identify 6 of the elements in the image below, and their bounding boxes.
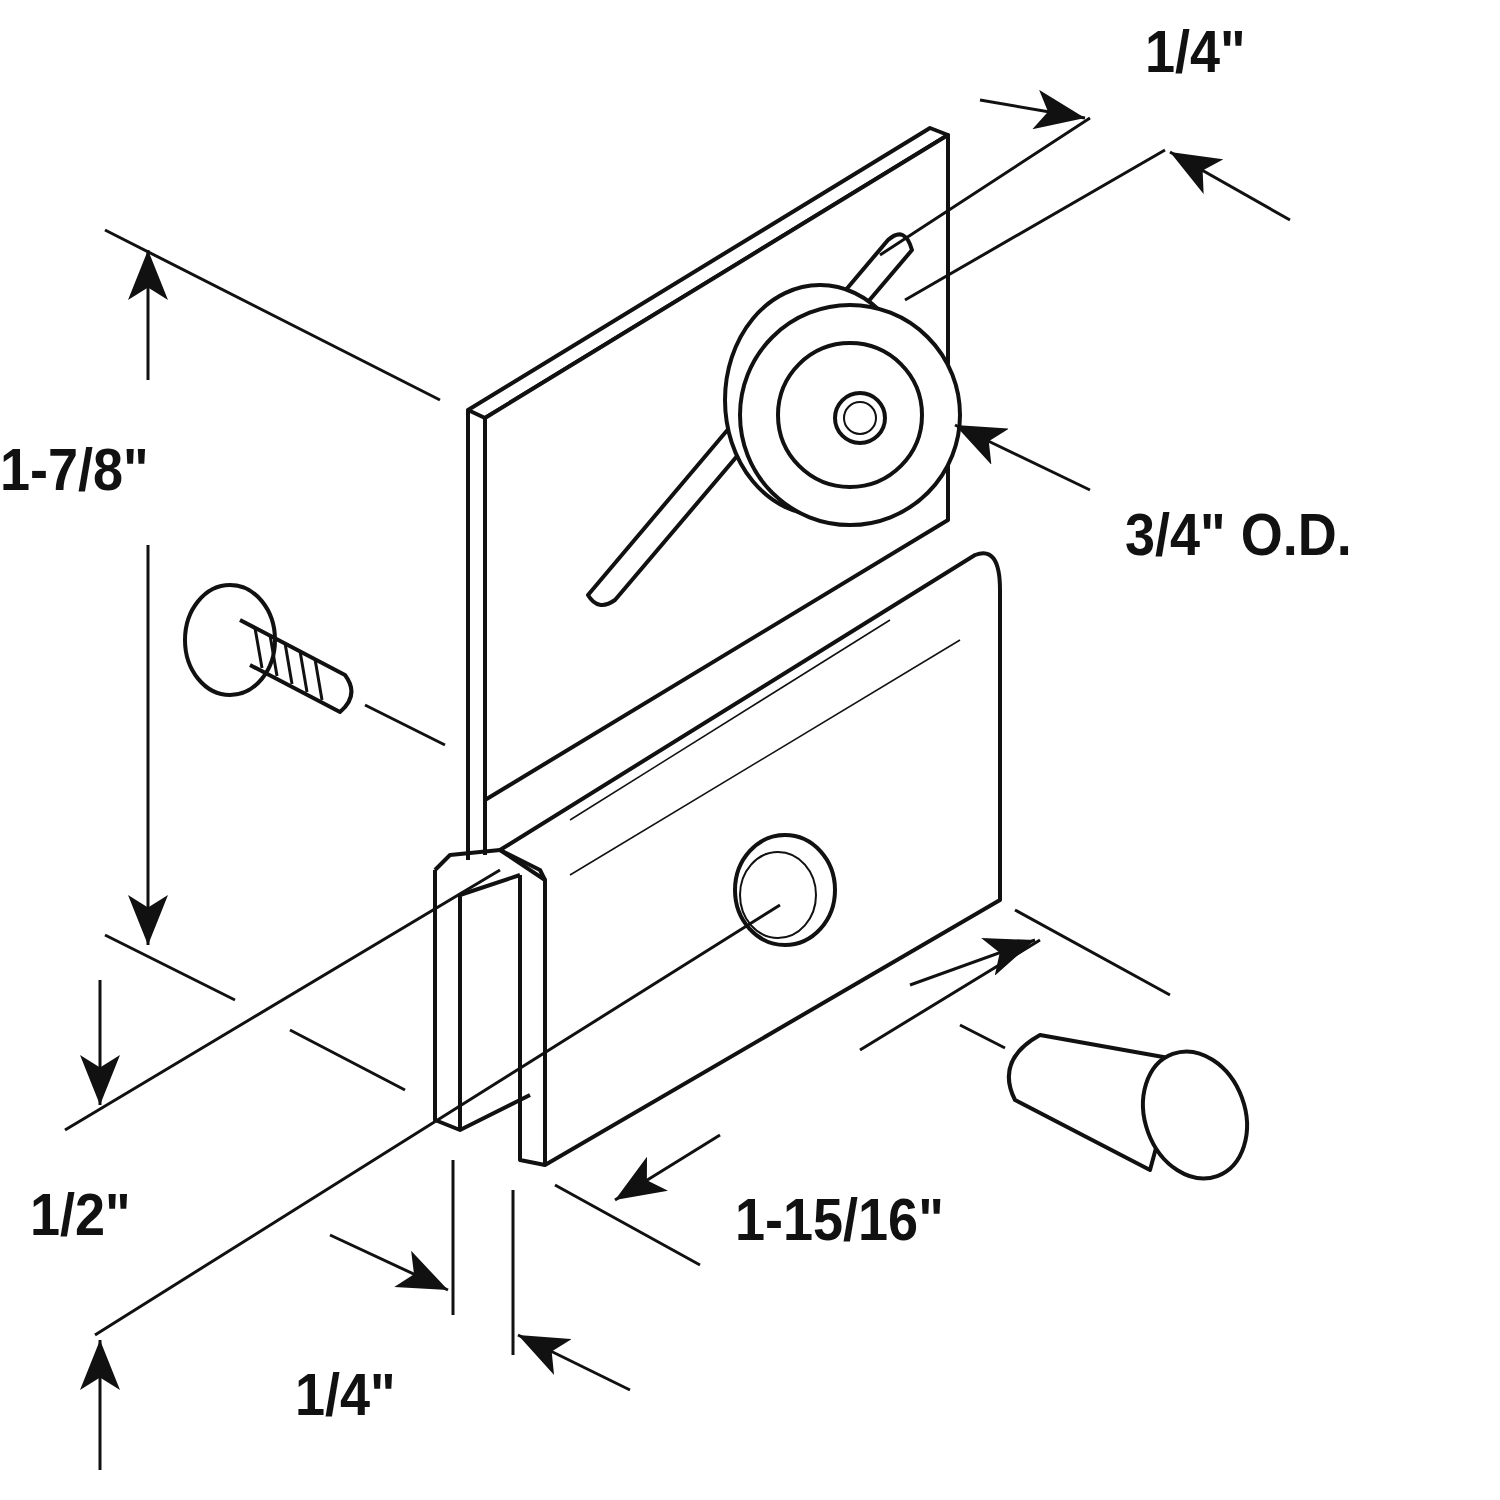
dimension-label: 1-15/16" <box>735 1190 944 1250</box>
dimension-label: 1/4" <box>1145 22 1246 82</box>
dimension-label: 1/2" <box>30 1185 131 1245</box>
dimension-label: 1/4" <box>295 1365 396 1425</box>
dimension-label: 1-7/8" <box>0 440 149 500</box>
dimension-label: 3/4" O.D. <box>1125 505 1352 565</box>
